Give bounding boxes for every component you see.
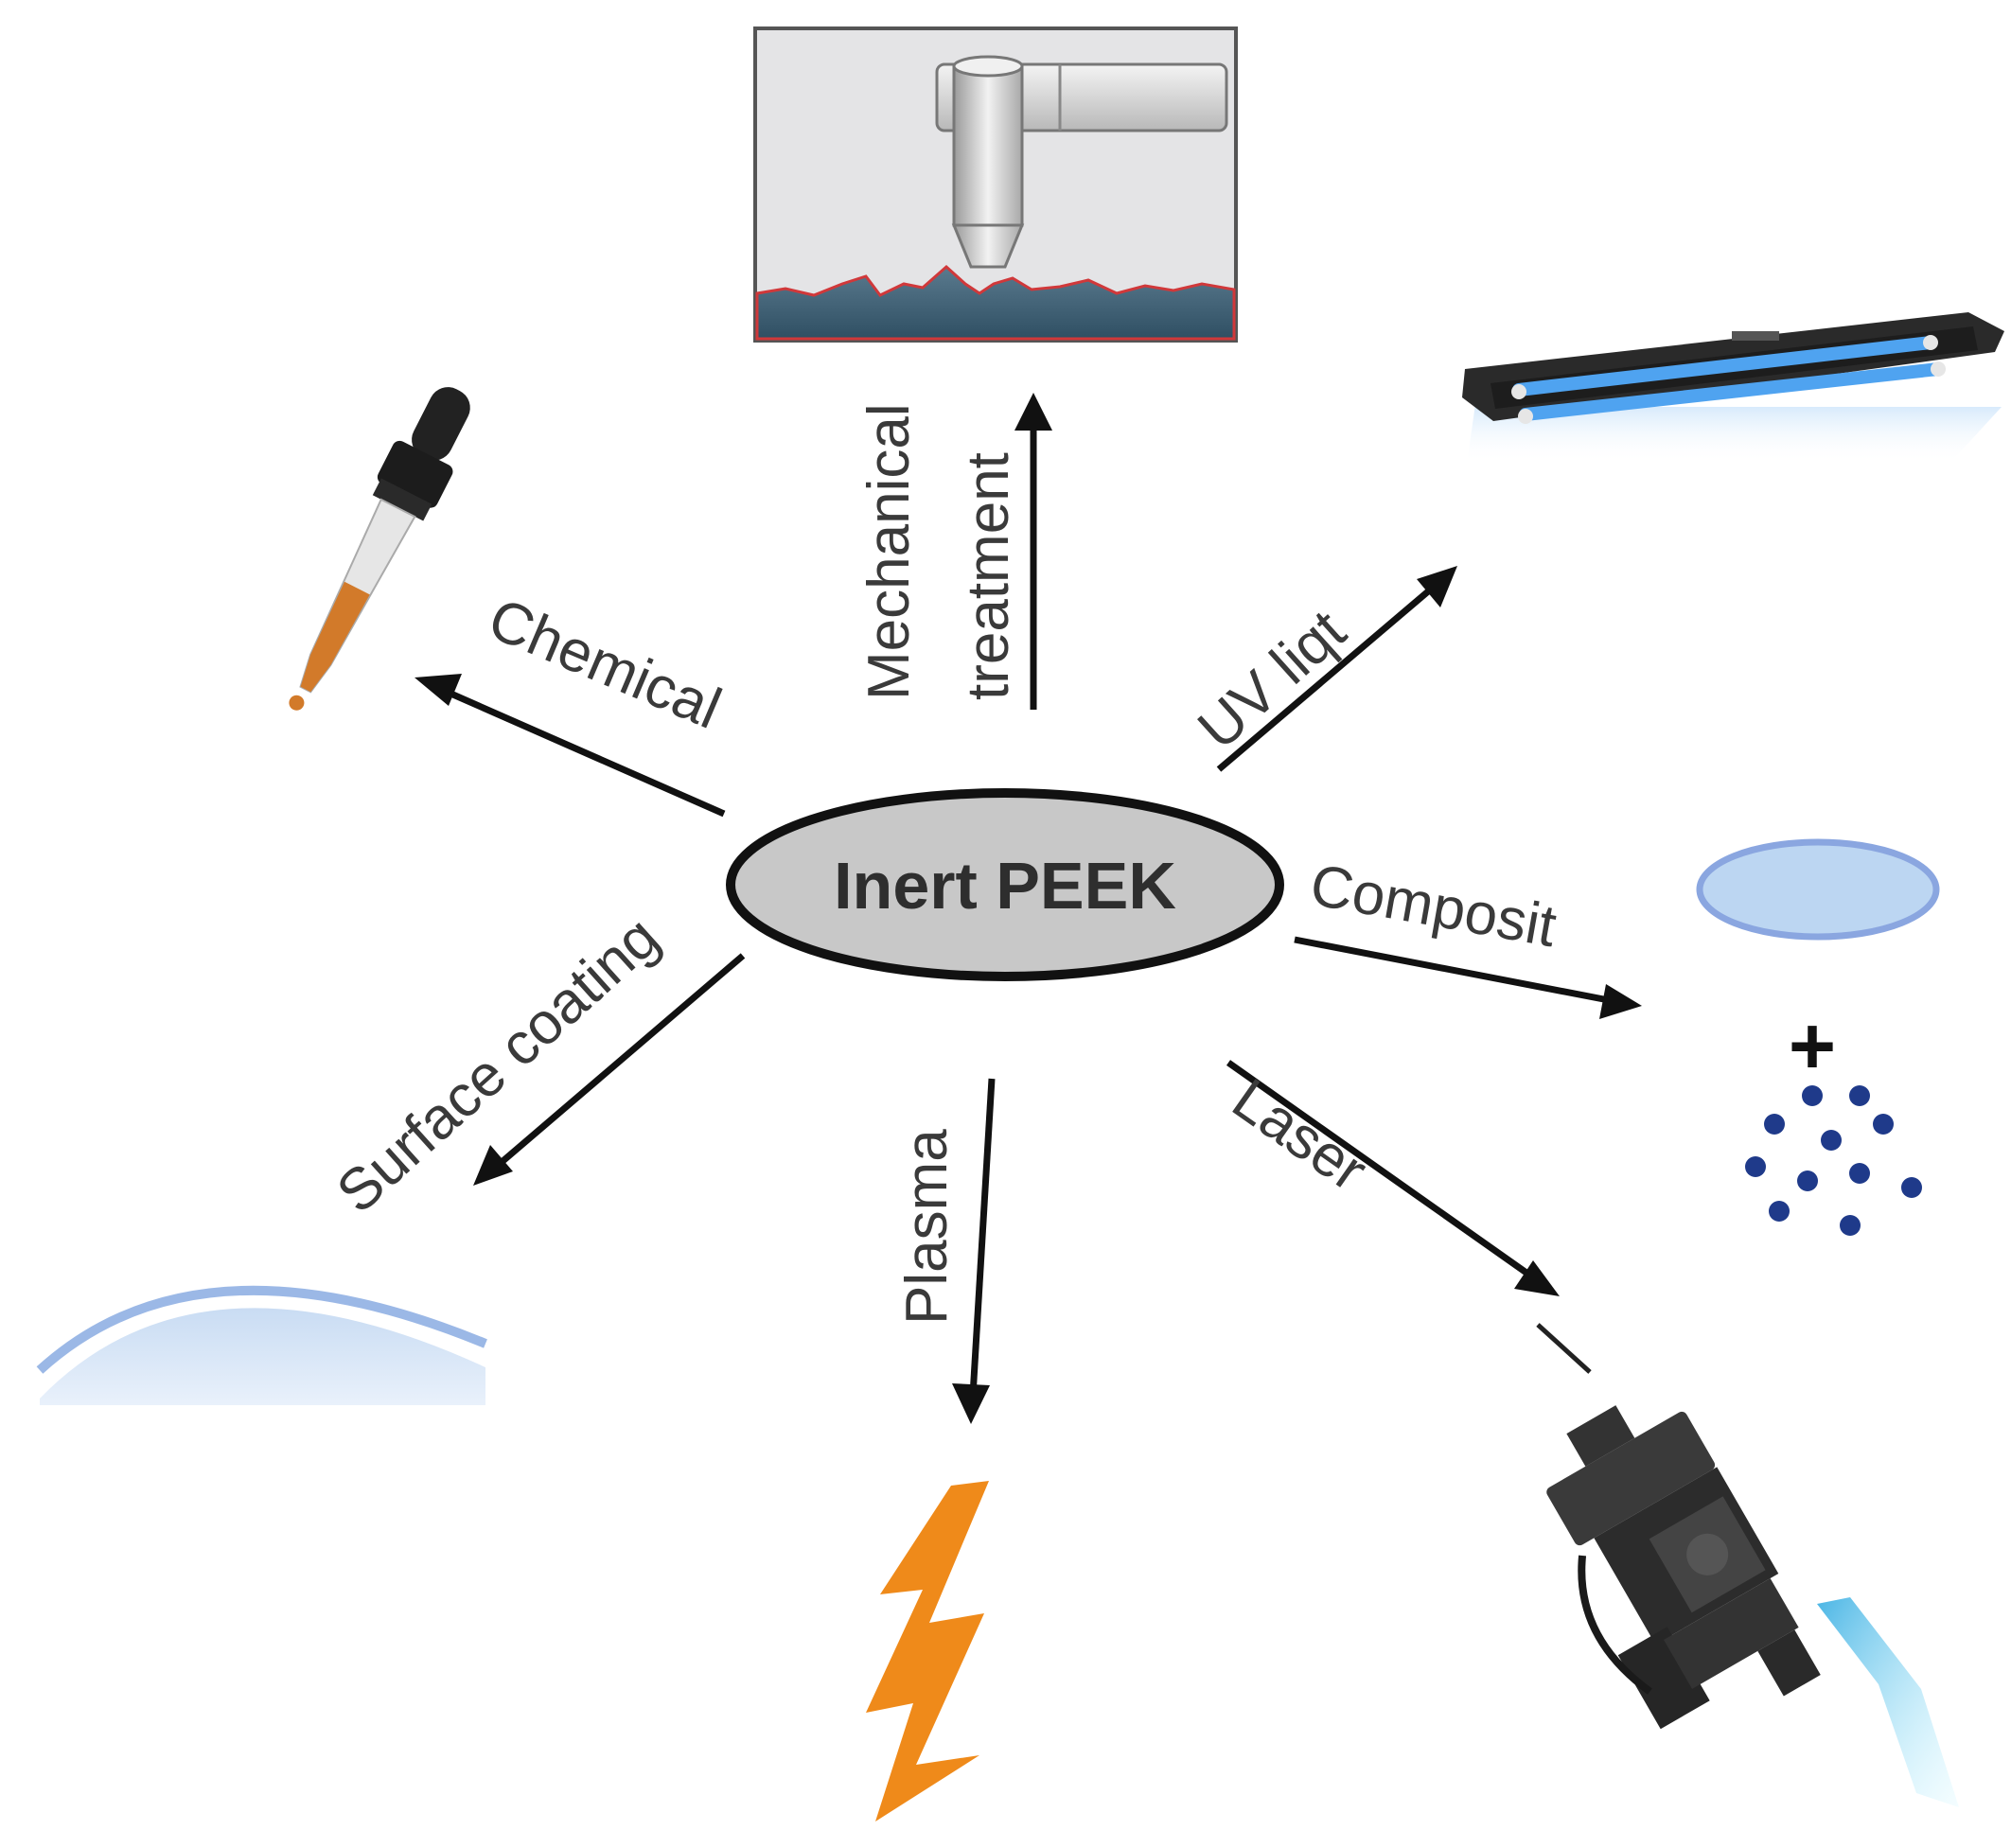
- arrow-surface-coating: [473, 953, 746, 1186]
- label-chemical: Chemical: [480, 586, 731, 741]
- center-node: Inert PEEK: [726, 788, 1284, 981]
- lightning-bolt-icon: [866, 1481, 989, 1822]
- arrow-mechanical: [1014, 393, 1052, 710]
- disc-and-particles-icon: +: [1696, 838, 1940, 1236]
- arrow-laser: [1226, 1060, 1560, 1296]
- arrow-uv: [1216, 566, 1457, 772]
- label-composit: Composit: [1306, 853, 1561, 959]
- plus-sign: +: [1789, 1001, 1836, 1092]
- coated-surface-icon: [36, 1285, 487, 1405]
- label-uv: UV liqt: [1186, 598, 1358, 762]
- label-laser: Laser: [1221, 1066, 1379, 1204]
- dropper-icon: [289, 387, 470, 711]
- label-plasma: Plasma: [894, 1129, 960, 1325]
- arrow-composit: [1294, 936, 1642, 1019]
- laser-head-icon: [1536, 1323, 1959, 1807]
- label-mechanical-line1: Mechanical: [856, 403, 922, 700]
- center-label: Inert PEEK: [834, 849, 1176, 923]
- arrow-chemical: [415, 674, 726, 818]
- drill-surface-icon: [753, 26, 1238, 343]
- uv-lamp-icon: [1462, 312, 2004, 464]
- label-mechanical-line2: treatment: [956, 452, 1021, 700]
- arrow-plasma: [952, 1078, 996, 1424]
